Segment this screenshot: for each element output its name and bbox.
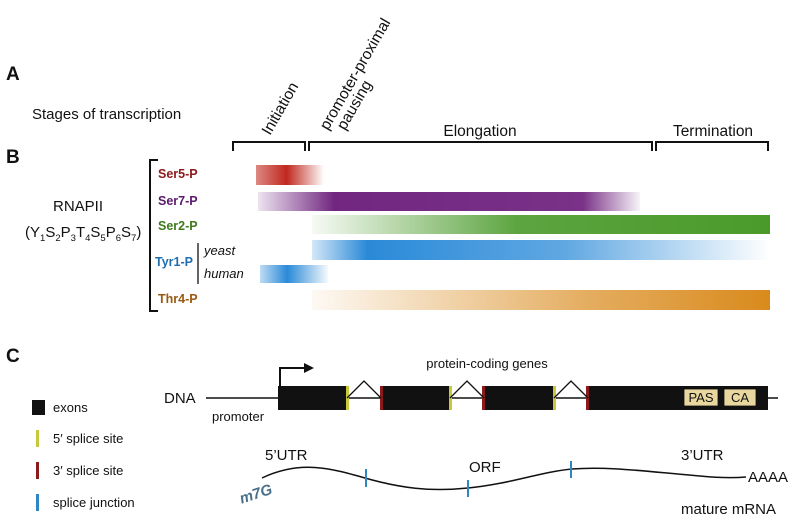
legend-3-splice-site: 3′ splice site [53, 463, 123, 478]
intron-2 [449, 380, 485, 399]
bracket-initiation [232, 141, 306, 151]
mark-ser2: Ser2-P [158, 219, 198, 233]
exon-1 [278, 386, 346, 410]
polya-label: AAAA [748, 469, 788, 486]
genes-label: protein-coding genes [426, 356, 548, 371]
organism-human: human [204, 266, 244, 281]
ctd-motif: (Y1S2P3T4S5P6S7) [25, 224, 141, 244]
mrna-line [261, 466, 747, 491]
thr4-bar [312, 290, 770, 310]
ser5-bar [256, 165, 324, 185]
exon-2 [383, 386, 449, 410]
legend-exons: exons [53, 400, 88, 415]
ca-label: CA [731, 390, 749, 405]
cap-label: m7G [237, 481, 274, 508]
utr3-label: 3’UTR [681, 447, 724, 464]
organism-yeast: yeast [203, 243, 236, 258]
stage-elongation: Elongation [443, 123, 516, 140]
panel-b-label: B [6, 147, 20, 168]
ser7-bar [258, 192, 640, 211]
legend-sj-swatch [36, 494, 39, 511]
stage-termination: Termination [673, 123, 753, 140]
stage-initiation: Initiation [259, 80, 303, 138]
ser2-bar [312, 215, 770, 234]
tyr1-yeast-bar [312, 240, 770, 260]
pas-box [683, 388, 719, 407]
splice-3-site-1 [380, 386, 383, 410]
rnapii-label: RNAPII [53, 198, 103, 215]
bracket-termination [655, 141, 769, 151]
dna-label: DNA [164, 390, 196, 407]
mark-ser5: Ser5-P [158, 167, 198, 181]
tyr1-human-bar [260, 265, 328, 283]
tss-arrowhead-icon [304, 363, 314, 373]
bracket-elongation [308, 141, 653, 151]
legend-exon-swatch [32, 400, 45, 415]
mark-ser7: Ser7-P [158, 194, 198, 208]
legend-splice-junction: splice junction [53, 495, 135, 510]
intron-3 [553, 380, 589, 399]
tss-line [279, 367, 306, 386]
legend-3ss-swatch [36, 462, 39, 479]
orf-label: ORF [469, 459, 501, 476]
stages-title: Stages of transcription [32, 106, 181, 123]
intron-1 [346, 380, 382, 399]
mark-tyr1: Tyr1-P [155, 255, 193, 269]
panel-a-label: A [6, 64, 20, 85]
mark-thr4: Thr4-P [158, 292, 198, 306]
promoter-label: promoter [212, 409, 265, 424]
exon-3 [485, 386, 553, 410]
legend-5ss-swatch [36, 430, 39, 447]
mature-mrna-label: mature mRNA [681, 501, 776, 518]
panel-c-label: C [6, 346, 20, 367]
ca-box [723, 388, 757, 407]
legend-5-splice-site: 5′ splice site [53, 431, 123, 446]
utr5-label: 5’UTR [265, 447, 308, 464]
pas-label: PAS [688, 390, 713, 405]
ctd-bracket [149, 159, 158, 312]
